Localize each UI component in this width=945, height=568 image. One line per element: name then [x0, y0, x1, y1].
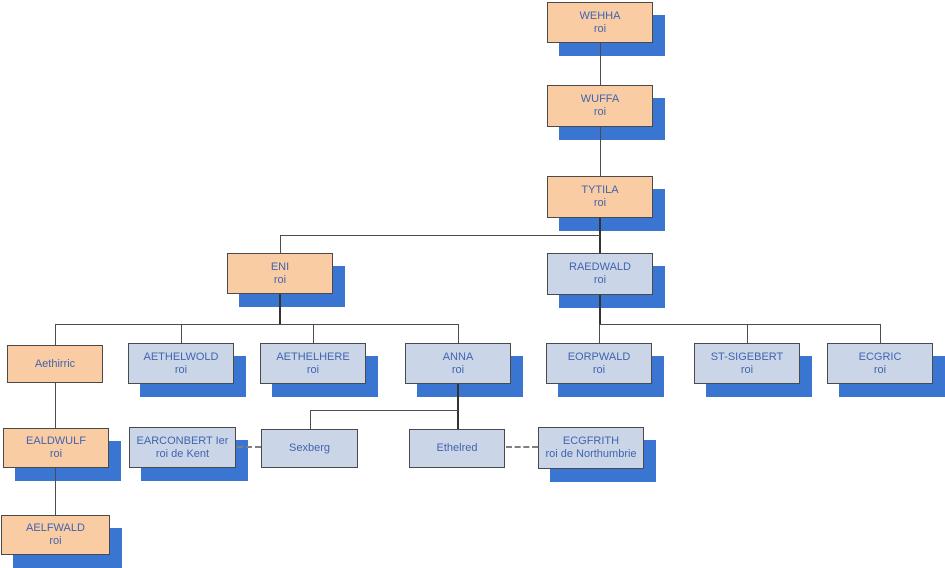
node-wuffa: WUFFA roi [547, 85, 653, 127]
node-aethelwold: AETHELWOLD roi [128, 343, 234, 384]
connector-bus-stsigebert [747, 324, 748, 343]
node-title: roi [593, 197, 607, 209]
node-name: AELFWALD [26, 522, 85, 534]
connector-bus-aethelwold [181, 324, 182, 343]
node-ethelred: Ethelred [409, 429, 505, 468]
connector-aethirric-ealdwulf [55, 383, 56, 428]
node-title: roi [593, 106, 607, 118]
connector-raedwald-drop [599, 295, 601, 325]
node-ealdwulf: EALDWULF roi [3, 428, 109, 468]
node-aelfwald: AELFWALD roi [1, 515, 110, 555]
node-name: ECGFRITH [562, 435, 620, 447]
connector-bus-eorpwald [599, 324, 600, 343]
connector-bus-anna [458, 324, 459, 343]
node-name: Ethelred [436, 442, 478, 454]
node-title: roi [451, 363, 465, 376]
connector-bus-ecgric [880, 324, 881, 343]
node-eorpwald: EORPWALD roi [546, 343, 652, 384]
node-title: roi [593, 22, 607, 35]
node-title: roi [49, 535, 62, 547]
node-name: TYTILA [581, 184, 619, 196]
node-name: EORPWALD [567, 350, 631, 363]
connector-ealdwulf-aelfwald [55, 468, 56, 515]
node-name: ENI [270, 260, 290, 273]
node-name: EARCONBERT Ier [136, 434, 229, 447]
node-name: EALDWULF [26, 435, 86, 447]
node-title: roi [873, 363, 887, 376]
connector-wehha-wuffa [600, 43, 601, 85]
connector-tytila-bus [280, 235, 601, 236]
node-title: roi [306, 363, 320, 376]
node-title: roi [174, 363, 188, 376]
node-title: roi [592, 363, 606, 376]
node-name: ECGRIC [858, 350, 902, 363]
node-ecgric: ECGRIC roi [827, 343, 933, 384]
connector-bus-eni [280, 235, 281, 253]
connector-wuffa-tytila [600, 127, 601, 176]
connector-eni-children-bus [55, 324, 459, 325]
node-ecgfrith: ECGFRITH roi de Northumbrie [538, 427, 644, 469]
connector-bus-aethirric [55, 324, 56, 345]
node-stsigebert: ST-SIGEBERT roi [694, 343, 800, 384]
node-title: roi de Northumbrie [545, 448, 637, 460]
node-title: roi de Kent [155, 447, 210, 460]
node-wehha: WEHHA roi [547, 2, 653, 43]
node-name: WUFFA [580, 93, 620, 105]
node-title: roi [273, 273, 287, 286]
node-aethirric: Aethirric [7, 345, 103, 383]
node-name: RAEDWALD [569, 261, 631, 273]
node-title: roi [740, 363, 754, 376]
node-tytila: TYTILA roi [547, 176, 653, 218]
node-name: ST-SIGEBERT [710, 350, 784, 363]
node-name: ANNA [442, 350, 474, 363]
connector-eni-drop [279, 294, 281, 325]
node-title: roi [49, 448, 63, 460]
node-raedwald: RAEDWALD roi [547, 253, 653, 295]
node-name: Aethirric [34, 357, 76, 370]
marriage-line-earconbert-sexberg [237, 446, 261, 448]
marriage-line-ethelred-ecgfrith [506, 446, 538, 448]
node-sexberg: Sexberg [261, 429, 358, 468]
node-earconbert: EARCONBERT Ier roi de Kent [129, 427, 236, 468]
node-name: AETHELHERE [276, 350, 350, 363]
connector-anna-children-bus [310, 410, 458, 411]
node-aethelhere: AETHELHERE roi [260, 343, 366, 384]
node-name: WEHHA [579, 9, 621, 22]
node-name: Sexberg [289, 442, 330, 454]
connector-bus-sexberg [310, 410, 311, 429]
connector-anna-ethelred [457, 384, 459, 429]
connector-raedwald-children-bus [599, 324, 880, 325]
node-name: AETHELWOLD [143, 350, 219, 363]
node-anna: ANNA roi [405, 343, 511, 384]
node-title: roi [593, 274, 607, 286]
connector-bus-aethelhere [313, 324, 314, 343]
node-eni: ENI roi [227, 253, 333, 294]
